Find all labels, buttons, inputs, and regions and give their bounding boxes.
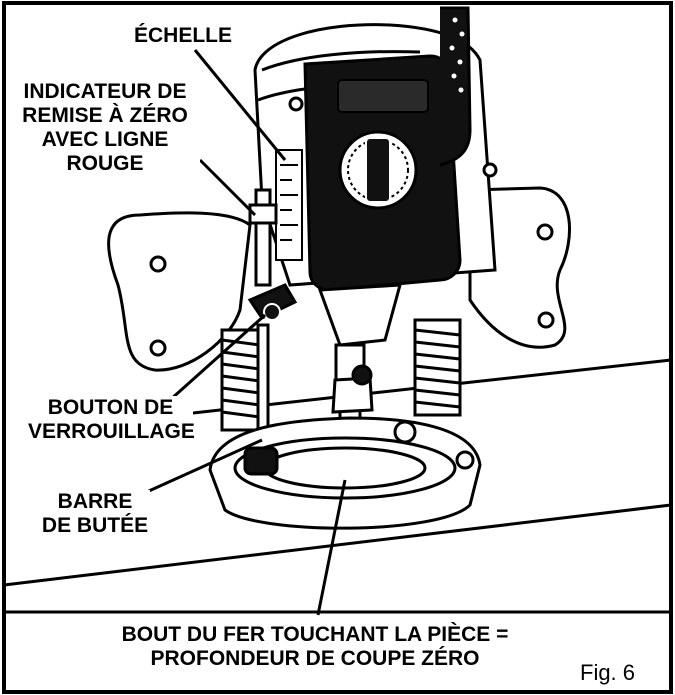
handle-hole	[149, 339, 167, 357]
sub-base	[208, 416, 482, 530]
leader-bout	[316, 479, 347, 616]
figure-number: Fig. 6	[580, 660, 636, 686]
depth-scale	[275, 149, 303, 261]
handle-hole	[537, 311, 555, 329]
leader-echelle	[193, 49, 287, 161]
label-indicateur-line3: AVEC LIGNE	[10, 128, 200, 152]
spring-right	[413, 318, 462, 417]
label-barre-line1: BARRE	[40, 490, 150, 514]
label-bout-line2: PROFONDEUR DE COUPE ZÉRO	[90, 647, 540, 671]
label-echelle: ÉCHELLE	[134, 24, 233, 48]
spring-left	[220, 328, 262, 432]
workpiece	[3, 358, 672, 614]
zero-reset-indicator	[248, 188, 278, 287]
label-bout: BOUT DU FER TOUCHANT LA PIÈCE = PROFONDE…	[90, 623, 540, 671]
leader-lines	[139, 49, 347, 616]
label-indicateur-line1: INDICATEUR DE	[10, 80, 200, 104]
label-barre: BARRE DE BUTÉE	[40, 490, 150, 538]
label-bouton-line1: BOUTON DE	[28, 396, 193, 420]
leader-barre	[139, 438, 263, 497]
leader-bouton	[168, 313, 267, 402]
handle-hole	[536, 223, 554, 241]
label-bouton-line2: VERROUILLAGE	[28, 420, 195, 444]
base-plate	[107, 186, 571, 372]
label-barre-line2: DE BUTÉE	[40, 514, 150, 538]
label-indicateur-line4: ROUGE	[10, 152, 200, 176]
label-bout-line1: BOUT DU FER TOUCHANT LA PIÈCE =	[90, 623, 540, 647]
power-cord	[439, 6, 472, 167]
label-indicateur: INDICATEUR DE REMISE À ZÉRO AVEC LIGNE R…	[10, 80, 200, 176]
motor-housing	[253, 23, 498, 292]
label-bouton: BOUTON DE VERROUILLAGE	[28, 396, 195, 444]
lock-knob	[247, 283, 298, 321]
router-bit	[317, 283, 402, 480]
handle-hole	[149, 255, 167, 273]
leader-indicateur	[198, 158, 257, 217]
label-indicateur-line2: REMISE À ZÉRO	[10, 104, 200, 128]
